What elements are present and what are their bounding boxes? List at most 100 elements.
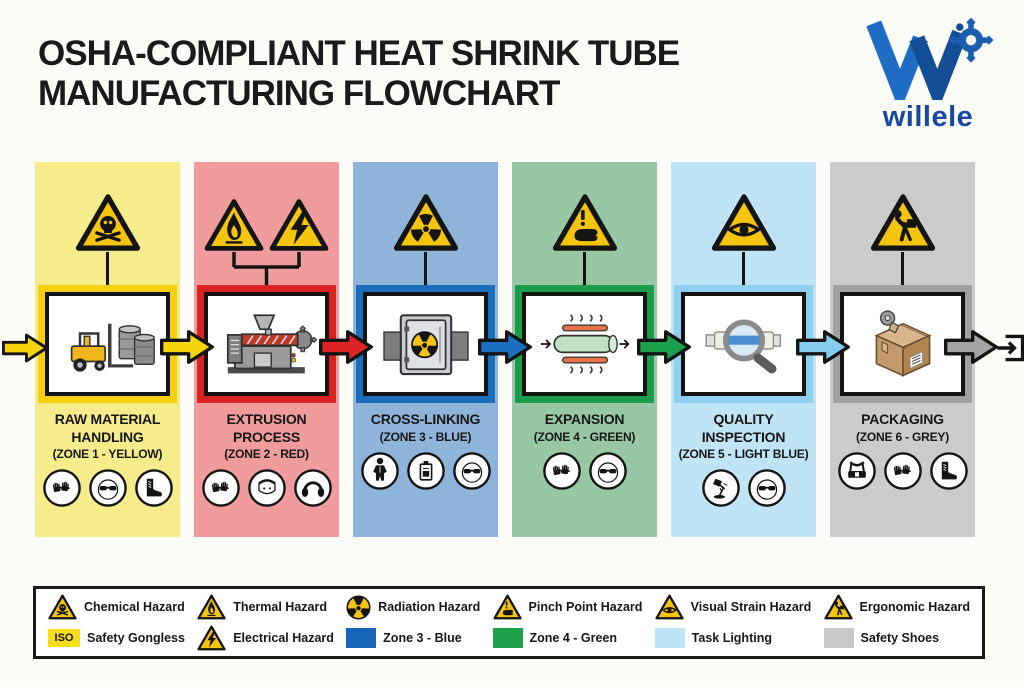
arrow-zone5-to-zone6-icon: [796, 327, 850, 367]
legend-column: Radiation Hazard Zone 3 - Blue: [346, 595, 480, 650]
title-line-1: OSHA-COMPLIANT HEAT SHRINK TUBE: [38, 34, 680, 73]
legend-column: Thermal Hazard Electrical Hazard: [197, 595, 334, 650]
visual-strain-hazard-icon: [655, 594, 684, 620]
electrical-hazard-icon: [269, 198, 329, 252]
legend-item: Radiation Hazard: [346, 595, 480, 619]
pinch-point-hazard-icon: [493, 594, 522, 620]
dosimeter-badge-ppe-icon: [406, 451, 446, 491]
exit-arrow-icon: [944, 327, 998, 367]
body-suit-ppe-icon: [360, 451, 400, 491]
extruder-machine-icon: [211, 302, 323, 386]
ppe-row: [360, 451, 492, 491]
page-title: OSHA-COMPLIANT HEAT SHRINK TUBE MANUFACT…: [38, 34, 680, 114]
forklift-barrels-icon: [52, 302, 164, 386]
hazard-row: [204, 188, 329, 252]
ppe-row: [42, 468, 174, 508]
zone-name: EXTRUSION PROCESS: [226, 411, 307, 445]
task-lamp-ppe-icon: [701, 468, 741, 508]
brand-logo: willele: [858, 14, 998, 134]
process-box: [197, 285, 336, 403]
hazard-row: [870, 188, 936, 252]
ppe-row: [837, 451, 969, 491]
legend-column: Chemical Hazard ISO Safety Gongless: [48, 595, 185, 650]
legend-item: Chemical Hazard: [48, 595, 185, 619]
zone-label: (ZONE 2 - RED): [224, 447, 309, 461]
ear-protection-ppe-icon: [293, 468, 333, 508]
goggles-ppe-icon: [747, 468, 787, 508]
goggles-ppe-icon: [588, 451, 628, 491]
gloves-ppe-icon: [201, 468, 241, 508]
zone-label: (ZONE 1 - YELLOW): [52, 447, 163, 461]
legend-item: Thermal Hazard: [197, 595, 334, 619]
boots-ppe-icon: [134, 468, 174, 508]
zone-label: (ZONE 5 - LIGHT BLUE): [678, 447, 809, 461]
gloves-ppe-icon: [542, 451, 582, 491]
magnifier-inspection-icon: [688, 302, 800, 386]
brand-wordmark: willele: [882, 101, 974, 133]
gloves-ppe-icon: [42, 468, 82, 508]
heated-tube-expander-icon: [529, 302, 641, 386]
goggles-ppe-icon: [88, 468, 128, 508]
legend-column: Ergonomic Hazard Safety Shoes: [823, 595, 970, 650]
hazard-row: [711, 188, 777, 252]
process-box: [515, 285, 654, 403]
legend-item: Task Lighting: [654, 626, 812, 650]
ergonomic-hazard-icon: [824, 594, 853, 620]
task-lighting-swatch: [654, 628, 685, 648]
legend-column: Pinch Point Hazard Zone 4 - Green: [492, 594, 642, 650]
hazard-row: [552, 188, 618, 252]
zone-label: (ZONE 4 - GREEN): [533, 429, 636, 444]
safety-shoes-swatch: [823, 628, 854, 648]
radiation-hazard-icon: [393, 193, 459, 252]
hazard-connector: [105, 252, 110, 285]
arrow-zone3-to-zone4-icon: [478, 327, 532, 367]
zone-name: EXPANSION: [544, 411, 625, 427]
legend-column: Visual Strain Hazard Task Lighting: [654, 594, 812, 650]
chemical-hazard-icon: [48, 594, 77, 620]
hazard-connector: [423, 252, 428, 285]
legend-item: Safety Shoes: [823, 626, 970, 650]
zone-name: CROSS-LINKING: [370, 411, 481, 427]
arrow-zone2-to-zone3-icon: [319, 327, 373, 367]
zone4-color-swatch: [492, 628, 523, 648]
visual-strain-hazard-icon: [711, 193, 777, 252]
arrow-zone4-to-zone5-icon: [637, 327, 691, 367]
process-box: [38, 285, 177, 403]
thermal-hazard-icon: [197, 594, 226, 620]
hazard-row: [393, 188, 459, 252]
radiation-roundel-icon: [346, 595, 371, 620]
zone-expansion: EXPANSION (ZONE 4 - GREEN): [512, 162, 657, 537]
legend: Chemical Hazard ISO Safety Gongless Ther…: [33, 586, 985, 659]
exit-door-icon: [996, 329, 1024, 367]
legend-item: ISO Safety Gongless: [48, 626, 185, 650]
back-support-belt-ppe-icon: [837, 451, 877, 491]
hazard-connector: [582, 252, 587, 285]
ergonomic-hazard-icon: [870, 193, 936, 252]
title-line-2: MANUFACTURING FLOWCHART: [38, 73, 560, 113]
thermal-hazard-icon: [204, 198, 264, 252]
zone-extrusion-process: EXTRUSION PROCESS (ZONE 2 - RED): [194, 162, 339, 537]
iso-chip-icon: ISO: [48, 629, 80, 647]
boots-ppe-icon: [929, 451, 969, 491]
ppe-row: [542, 451, 628, 491]
legend-item: Visual Strain Hazard: [655, 594, 811, 620]
legend-item: Electrical Hazard: [197, 626, 334, 650]
zone-label: (ZONE 3 - BLUE): [379, 429, 472, 444]
hazard-connector: [741, 252, 746, 285]
zone-name: PACKAGING: [861, 411, 944, 427]
hazard-connector: [232, 252, 301, 285]
arrow-zone1-to-zone2-icon: [160, 327, 214, 367]
legend-item: Pinch Point Hazard: [493, 594, 642, 620]
electrical-hazard-icon: [197, 625, 226, 651]
entry-arrow-icon: [2, 330, 48, 366]
legend-item: Ergonomic Hazard: [824, 595, 970, 619]
process-box: [356, 285, 495, 403]
w-gear-logo-icon: [862, 14, 994, 100]
ppe-row: [201, 468, 333, 508]
